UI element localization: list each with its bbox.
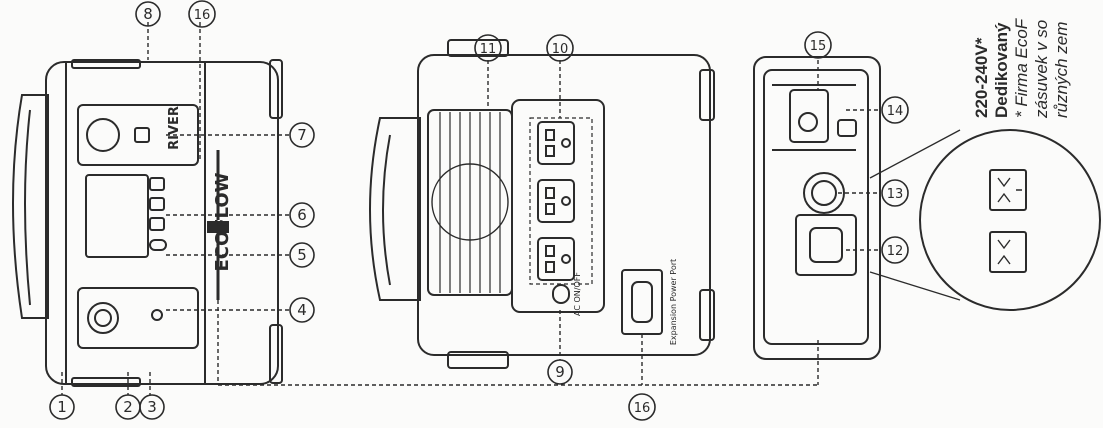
callout-10: 10 [546,34,574,62]
usb-a-port-2 [149,197,165,211]
side-view-device [369,39,715,369]
lcd-screen [85,174,149,258]
usb-a-port-1 [149,177,165,191]
callout-16-top-label: 16 [194,8,211,23]
side-handle [369,117,421,301]
callout-6-label: 6 [297,206,307,224]
callout-6: 6 [289,202,315,228]
car-icon [134,127,150,143]
callout-16-top: 16 [188,0,216,28]
callout-4-label: 4 [297,301,307,319]
ac-outlet-2 [537,179,575,223]
voltage-note: 220-240V* Dedikovaný * Firma EcoF zásuve… [972,19,1072,118]
callout-11-label: 11 [480,42,497,57]
ac-input-socket [795,214,857,276]
front-view-device [12,59,283,387]
car-input-port [803,172,845,214]
vent-slats [439,112,501,293]
callout-2-label: 2 [123,398,133,416]
dc-input-port [789,89,829,143]
callout-4: 4 [289,297,315,323]
universal-socket-icon-2 [989,231,1027,273]
callout-5-label: 5 [297,246,307,264]
top-vent-strip [71,59,141,69]
handle-inner-edge [24,109,31,306]
model-label: RIVER [167,106,182,150]
note-line-3: různých zem [1052,21,1071,118]
leader-lines-middle [217,60,818,386]
callout-5: 5 [289,242,315,268]
expansion-port-label: Expansion Power Port [669,259,678,345]
socket-type-detail [869,129,1101,311]
fan [431,163,509,241]
carry-handle [12,94,49,319]
callout-14: 14 [881,96,909,124]
model-badge [207,221,229,233]
callout-9: 9 [547,359,573,385]
note-line-2: zásuvek v so [1032,19,1051,118]
callout-16-bottom-label: 16 [634,401,651,416]
usb-a-port-3 [149,217,165,231]
input-panel-outer [753,56,881,360]
callout-14-label: 14 [887,104,904,119]
callout-8: 8 [135,1,161,27]
callout-1: 1 [49,394,75,420]
callout-15-label: 15 [810,39,827,54]
callout-9-label: 9 [555,363,565,381]
callout-12: 12 [881,236,909,264]
bottom-vent-strip [71,377,141,387]
callout-10-label: 10 [552,42,569,57]
callout-13-label: 13 [887,187,904,202]
indicator-led [151,309,163,321]
ac-switch-button [552,284,570,304]
universal-socket-icon-1 [989,169,1027,211]
ac-outlet-1 [537,121,575,165]
xt60-port [86,118,120,152]
ac-outlet-panel [511,99,605,313]
fuse-holder [837,119,857,137]
side-body [417,54,711,356]
callout-3: 3 [139,394,165,420]
power-button-icon [87,302,119,334]
brand-logo: ECOFLOW [212,172,233,271]
callout-15: 15 [804,31,832,59]
ac-outlet-3 [537,237,575,281]
ac-switch-label: AC ON/OFF [573,272,582,316]
usb-c-port [149,239,167,251]
leader-lines-right [817,60,880,385]
callout-12-label: 12 [887,244,904,259]
leader-lines-left [61,22,290,395]
dedicated-label: Dedikovaný [992,22,1011,118]
callout-13: 13 [881,179,909,207]
callout-7: 7 [289,122,315,148]
detail-circle [919,129,1101,311]
voltage-label: 220-240V* [972,37,991,118]
callout-11: 11 [474,34,502,62]
callout-8-label: 8 [143,5,153,23]
device-body [45,61,279,385]
callout-7-label: 7 [297,126,307,144]
callout-1-label: 1 [57,398,67,416]
expansion-port [621,269,663,335]
callout-3-label: 3 [147,398,157,416]
callout-16-bottom: 16 [628,393,656,421]
power-panel [77,287,199,349]
note-line-1: * Firma EcoF [1012,18,1031,118]
callout-2: 2 [115,394,141,420]
input-panel [753,56,881,360]
